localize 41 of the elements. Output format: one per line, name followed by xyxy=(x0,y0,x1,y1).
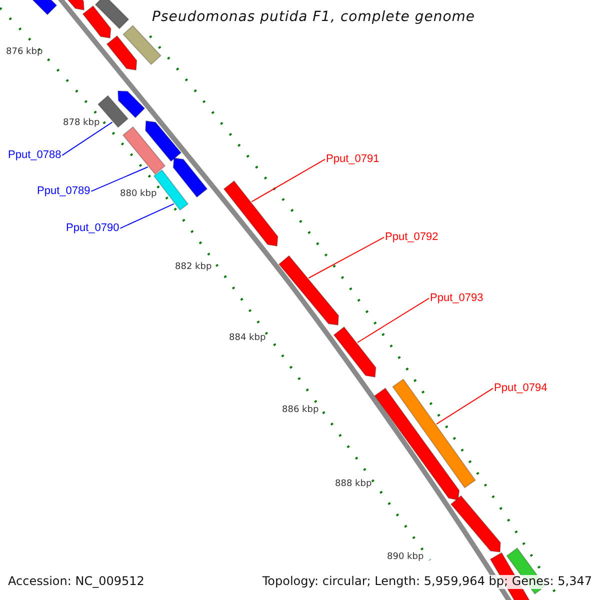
gene-label: Pput_0790 xyxy=(66,222,120,235)
gene-feature xyxy=(392,378,476,488)
scale-label: 878 kbp xyxy=(63,118,100,128)
leader-line xyxy=(90,166,148,192)
leader-line xyxy=(436,388,494,425)
gene-feature xyxy=(106,35,138,71)
gene-feature xyxy=(172,157,208,198)
gene-feature xyxy=(223,180,278,247)
gene-feature xyxy=(374,388,460,501)
scale-label: 890 kbp xyxy=(387,552,424,562)
gene-feature xyxy=(30,0,58,16)
scale-label: 876 kbp xyxy=(6,47,43,58)
gene-feature xyxy=(122,126,166,175)
gene-feature xyxy=(65,0,85,11)
leader-line xyxy=(251,158,326,202)
gene-label: Pput_0792 xyxy=(385,231,438,244)
leader-line xyxy=(308,236,384,278)
gene-feature xyxy=(278,255,339,326)
gene-feature xyxy=(145,120,182,162)
leader-line xyxy=(120,203,174,229)
gene-label: Pput_0791 xyxy=(326,153,380,166)
title: Pseudomonas putida F1, complete genome xyxy=(152,9,476,26)
gene-feature xyxy=(450,495,501,553)
footer-text: Accession: NC_009512 xyxy=(8,575,144,589)
gene-label: Pput_0788 xyxy=(8,149,62,162)
gene-label: Pput_0794 xyxy=(494,382,548,395)
scale-label: 882 kbp xyxy=(175,262,212,272)
leader-line xyxy=(357,298,430,343)
gene-feature xyxy=(333,326,376,378)
scale-label: 880 kbp xyxy=(120,189,157,200)
scale-label: 888 kbp xyxy=(335,479,372,490)
scale-label: 884 kbp xyxy=(229,333,266,344)
gene-feature xyxy=(117,90,146,118)
gene-feature xyxy=(82,5,112,39)
gene-feature xyxy=(94,0,130,30)
gene-label: Pput_0793 xyxy=(430,292,484,305)
gene-feature xyxy=(122,24,162,66)
footer-text: Topology: circular; Length: 5,959,964 bp; Genes: 5,347 xyxy=(262,575,592,589)
scale-label: 886 kbp xyxy=(282,405,319,416)
leader-line xyxy=(62,122,113,156)
gene-label: Pput_0789 xyxy=(37,185,90,198)
